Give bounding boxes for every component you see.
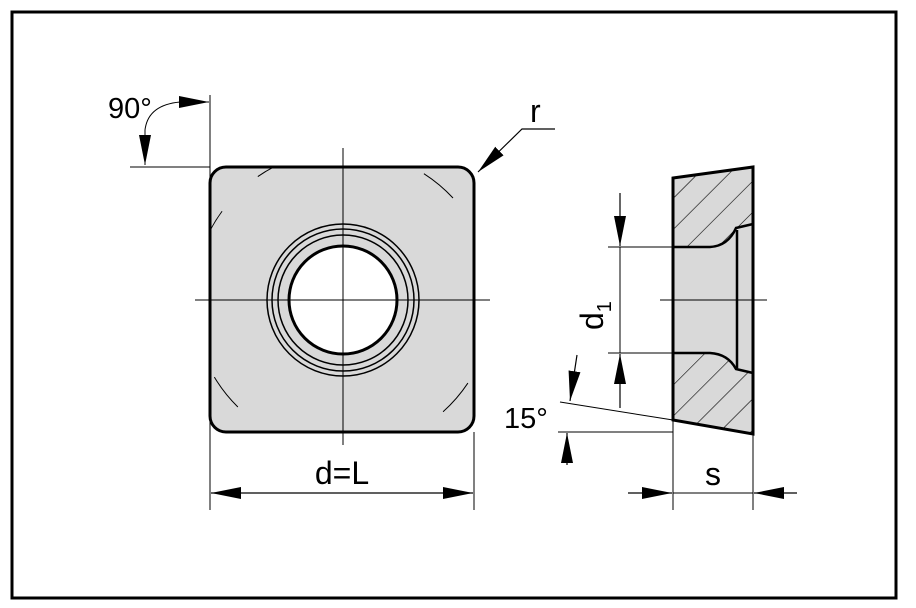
bore [671, 222, 755, 375]
angle-90-label: 90° [108, 93, 152, 125]
clearance-angle-dimension: 15° [504, 354, 674, 465]
hole-diameter-dimension: d1 [574, 193, 673, 408]
insert-top-view [195, 148, 490, 445]
insert-section-view [660, 165, 767, 436]
radius-dimension: r [477, 93, 555, 173]
thickness-dimension: s [628, 420, 797, 510]
radius-label: r [530, 93, 541, 129]
hole-diameter-label: d1 [574, 301, 616, 330]
thickness-label: s [705, 456, 721, 492]
size-label: d=L [315, 455, 369, 491]
size-dimension: d=L [211, 432, 475, 510]
clearance-angle-label: 15° [504, 403, 548, 435]
angle-90-dimension: 90° [108, 93, 211, 510]
